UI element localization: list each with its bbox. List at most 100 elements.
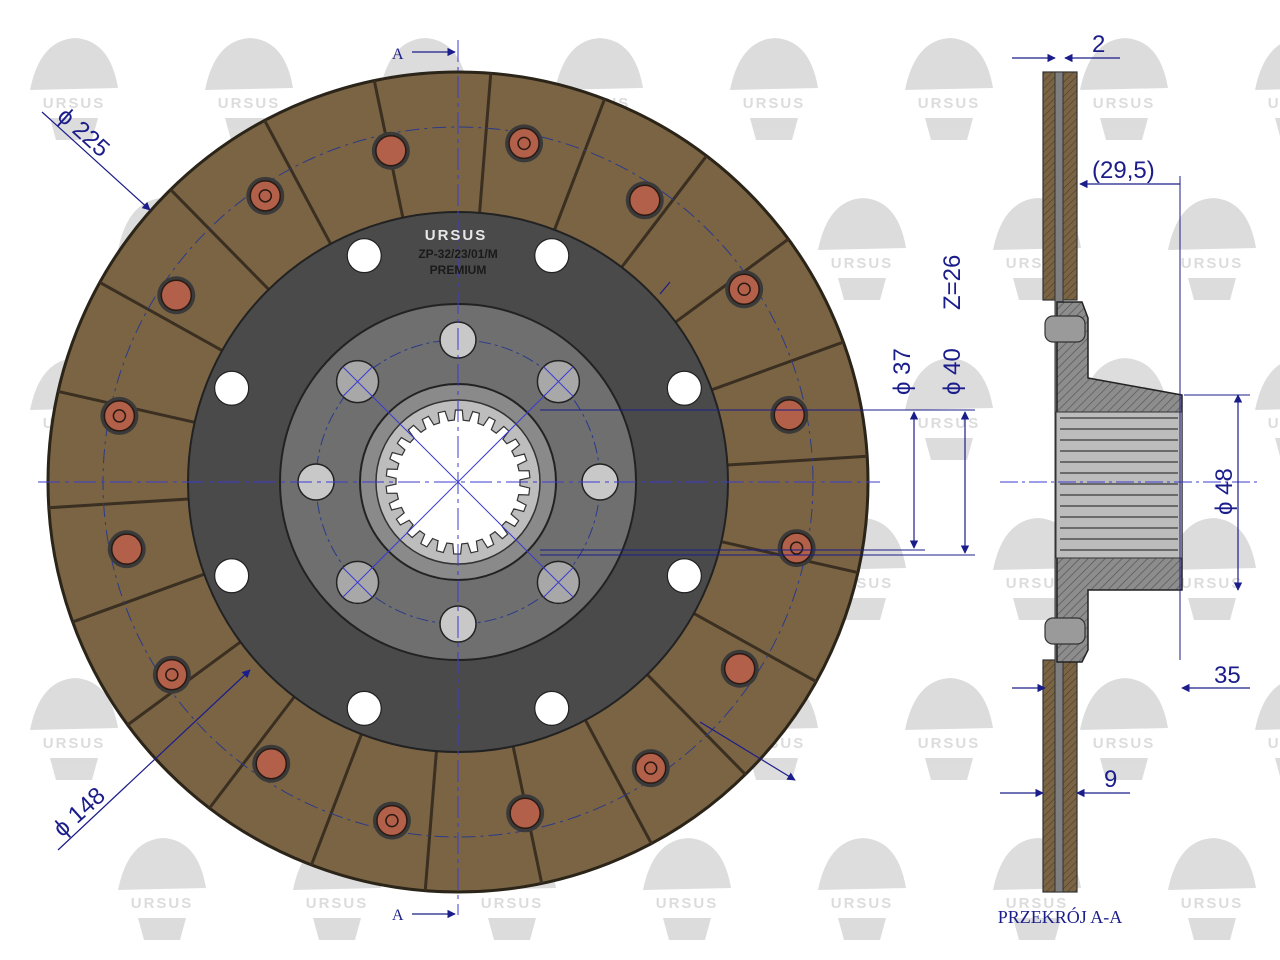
ursus-watermark: URSUS [30,678,118,780]
front-view: URSUS ZP-32/23/01/M PREMIUM A A ϕ 225 ϕ … [38,40,975,924]
section-marker-bottom: A [392,907,404,924]
segment-groove [620,154,708,269]
watermark-text: URSUS [1181,255,1244,272]
section-view: 2 (29,5) ϕ 48 35 9 PRZEKRÓJ A-A [998,31,1260,927]
rivet [103,400,136,432]
rivet [156,658,188,691]
dim-148-leader-2 [699,721,796,781]
rivet [375,134,407,167]
rivet-center [258,189,273,203]
dim-inner-diameter: ϕ 148 [48,782,111,842]
dim-148-leader [57,669,251,851]
watermark-text: URSUS [831,255,894,272]
ursus-watermark: URSUS [118,838,206,940]
center-diagonal-2 [369,393,547,571]
plate-slot [214,558,250,594]
watermark-text: URSUS [306,895,369,912]
watermark-text: URSUS [481,895,544,912]
section-marker-top: A [392,46,404,63]
watermark-text: URSUS [1181,895,1244,912]
ursus-watermark: URSUS [1080,678,1168,780]
disc-variant: PREMIUM [430,263,487,277]
ursus-watermark: URSUS [1255,364,1280,457]
ursus-watermark: URSUS [1255,44,1280,137]
watermark-text: URSUS [43,95,106,112]
ursus-watermark: URSUS [30,38,118,140]
rivet [780,532,813,564]
watermark-text: URSUS [656,895,719,912]
lining-rivets [100,124,816,840]
plate-slot [534,690,570,726]
segment-groove [48,497,189,510]
watermark-text: URSUS [1006,895,1069,912]
segment-groove [310,733,363,866]
watermark-text: URSUS [218,95,281,112]
segment-groove [693,612,817,683]
ursus-watermark: URSUS [1168,838,1256,940]
rivet [376,804,408,837]
hub-hole-cross [543,366,574,397]
rivet [160,279,193,311]
dim-225-leader-2 [659,281,671,295]
segment-groove [99,281,223,352]
plate-slot [214,370,250,406]
watermark-text: URSUS [1268,735,1280,752]
watermark-text: URSUS [131,895,194,912]
ursus-watermark: URSUS [1168,198,1256,300]
dim-spline-major: ϕ 40 [939,348,966,395]
disc-part-number: ZP-32/23/01/M [418,247,497,261]
rivet-center [385,813,399,828]
dim-lining-thickness: 9 [1104,766,1117,793]
rivet-center [165,667,179,682]
ursus-watermark: URSUS [905,678,993,780]
ursus-watermark: URSUS [643,838,731,940]
hub-hole-cross [543,567,574,598]
watermark-text: URSUS [1181,575,1244,592]
rivet [773,399,806,431]
section-title: PRZEKRÓJ A-A [998,906,1123,927]
ursus-watermark: URSUS [1080,38,1168,140]
segment-groove [478,73,493,213]
rivet [508,127,540,160]
plate-slots [214,238,702,726]
segment-groove [423,751,438,891]
segment-groove [584,719,653,845]
segment-groove [169,188,270,291]
hub-holes [297,321,619,643]
dim-hub-length: 35 [1214,662,1241,689]
section-rivet-bottom [1044,617,1086,645]
disc-brand-label: URSUS [425,227,488,244]
dim-teeth-count: Z=26 [939,255,966,310]
watermark-text: URSUS [743,95,806,112]
watermark-text: URSUS [1006,575,1069,592]
rivet [728,273,760,306]
watermark-text: URSUS [918,95,981,112]
watermark-text: URSUS [1268,415,1280,432]
ursus-watermark: URSUS [905,38,993,140]
rivet-center [643,761,658,775]
ursus-watermark: URSUS [1255,684,1280,777]
hub-hole-cross [342,567,373,598]
plate-slot [534,238,570,274]
dim-plate-thickness: 2 [1092,31,1105,58]
plate-slot [666,370,702,406]
watermark-text: URSUS [1268,95,1280,112]
plate-slot [346,690,382,726]
section-rivet-top [1044,315,1086,343]
segment-groove [208,695,296,810]
segment-groove [263,119,332,245]
rivet-center [737,282,751,297]
ursus-watermark: URSUS [818,838,906,940]
plate-slot [346,238,382,274]
rivet [255,747,287,780]
hub-hole-cross [342,366,373,397]
section-spline-ridges [1060,417,1178,551]
rivet [509,797,541,830]
rivet [110,533,143,565]
rivet [249,180,282,212]
dim-hub-offset: (29,5) [1092,157,1155,184]
segment-groove [72,572,205,624]
segment-groove [553,98,606,231]
watermark-text: URSUS [1093,735,1156,752]
rivet [629,184,661,217]
